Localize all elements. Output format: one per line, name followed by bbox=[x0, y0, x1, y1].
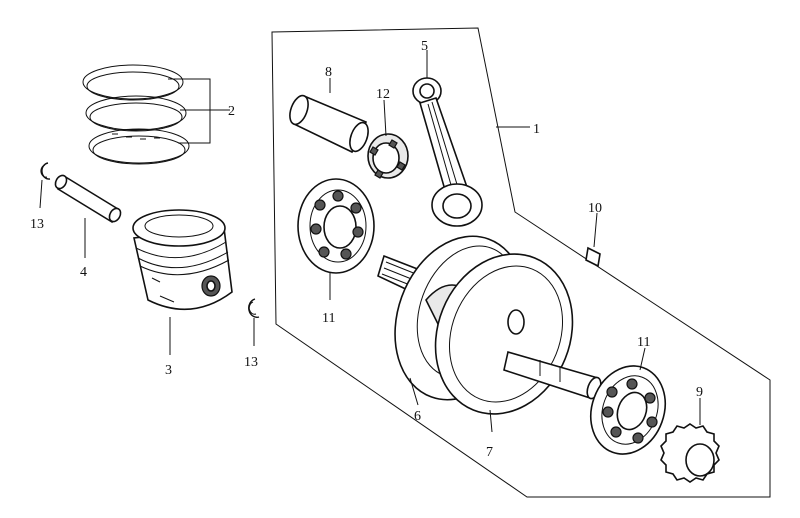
piston-pin bbox=[54, 174, 122, 224]
woodruff-key bbox=[585, 246, 601, 268]
piston-pin-clip-right bbox=[248, 298, 260, 318]
callout-11-left: 11 bbox=[322, 311, 335, 326]
callout-8: 8 bbox=[325, 65, 332, 80]
callout-3: 3 bbox=[165, 363, 172, 378]
callout-7: 7 bbox=[486, 445, 493, 460]
crankshaft-right-stub bbox=[503, 350, 602, 400]
callout-1: 1 bbox=[533, 122, 540, 137]
callout-9: 9 bbox=[696, 385, 703, 400]
ball-bearing-left bbox=[297, 178, 375, 274]
piston bbox=[132, 209, 233, 311]
piston-pin-clip-left bbox=[40, 162, 51, 180]
callout-13-right: 13 bbox=[244, 355, 258, 370]
ball-bearing-right bbox=[590, 365, 666, 455]
callout-10: 10 bbox=[588, 201, 602, 216]
crank-pin bbox=[289, 94, 369, 154]
connecting-rod bbox=[412, 77, 483, 227]
crankshaft-assembly-outline bbox=[271, 27, 771, 498]
leader-lines bbox=[39, 50, 701, 433]
callout-5: 5 bbox=[421, 39, 428, 54]
piston-rings bbox=[82, 64, 190, 165]
needle-bearing bbox=[367, 133, 409, 179]
timing-sprocket bbox=[660, 423, 720, 483]
callout-6: 6 bbox=[414, 409, 421, 424]
callout-4: 4 bbox=[80, 265, 87, 280]
callout-11-right: 11 bbox=[637, 335, 650, 350]
callout-13-left: 13 bbox=[30, 217, 44, 232]
callout-12: 12 bbox=[376, 87, 390, 102]
callout-2: 2 bbox=[228, 104, 235, 119]
